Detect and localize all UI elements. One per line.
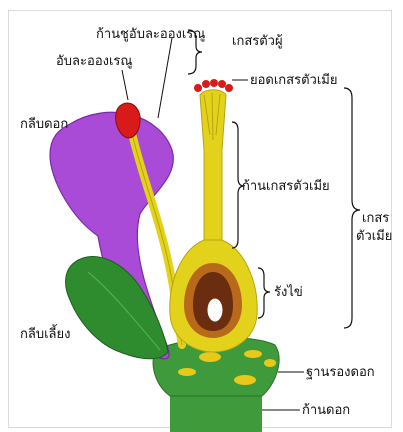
ovary-bracket — [258, 268, 270, 318]
anther-pointer — [122, 70, 128, 100]
stigma-dot — [225, 84, 233, 92]
label-anther: อับละอองเรณู — [56, 54, 132, 69]
stigma-dot — [202, 80, 210, 88]
stigma-dot — [194, 84, 202, 92]
label-receptacle: ฐานรองดอก — [306, 365, 375, 380]
label-stamen: เกสรตัวผู้ — [232, 34, 283, 49]
sepal-shape — [66, 257, 168, 359]
ovule-shape — [207, 298, 223, 322]
pedicel-shape — [170, 395, 262, 432]
style-shape — [200, 90, 226, 245]
label-style: ก้านเกสรตัวเมีย — [242, 178, 330, 194]
label-sepal: กลีบเลี้ยง — [20, 324, 70, 342]
label-pistil-line1: เกสร — [362, 211, 389, 226]
stigma-dot — [218, 80, 226, 88]
receptacle-spot — [234, 375, 256, 385]
receptacle-spot — [178, 368, 196, 376]
receptacle-spot — [244, 350, 262, 358]
receptacle-spot — [264, 359, 276, 367]
filament-pointer — [158, 38, 172, 118]
label-ovary: รังไข่ — [274, 284, 303, 300]
label-stigma: ยอดเกสรตัวเมีย — [250, 72, 337, 88]
pistil-bracket — [344, 88, 360, 328]
stigma-dot — [210, 79, 218, 87]
label-pistil-line2: ตัวเมีย — [356, 228, 392, 244]
label-pedicel: ก้านดอก — [302, 403, 350, 418]
receptacle-spot — [199, 352, 221, 362]
label-filament: ก้านชูอับละอองเรณู — [96, 27, 205, 42]
label-petal: กลีบดอก — [20, 116, 68, 132]
